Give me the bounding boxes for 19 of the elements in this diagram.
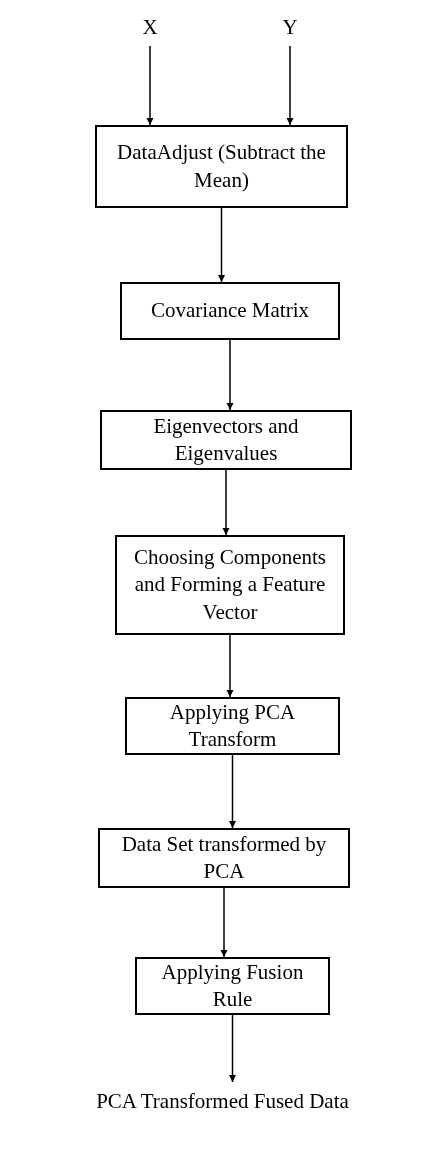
process-box: Data Set transformed by PCA	[98, 828, 350, 888]
process-box: DataAdjust (Subtract the Mean)	[95, 125, 348, 208]
arrow	[226, 339, 234, 411]
process-box: Applying PCA Transform	[125, 697, 340, 755]
process-box: Applying Fusion Rule	[135, 957, 330, 1015]
process-box: Covariance Matrix	[120, 282, 340, 340]
arrow	[226, 634, 234, 698]
node-label: X	[130, 10, 170, 46]
arrow	[146, 45, 154, 126]
node-label: PCA Transformed Fused Data	[70, 1082, 375, 1122]
arrow	[222, 469, 230, 536]
process-box: Choosing Components and Forming a Feature Vector	[115, 535, 345, 635]
arrow	[220, 887, 228, 958]
arrow	[228, 754, 237, 829]
arrow	[286, 45, 294, 126]
arrow	[228, 1014, 237, 1083]
node-label: Y	[270, 10, 310, 46]
process-box: Eigenvectors and Eigenvalues	[100, 410, 352, 470]
arrow	[217, 207, 226, 283]
